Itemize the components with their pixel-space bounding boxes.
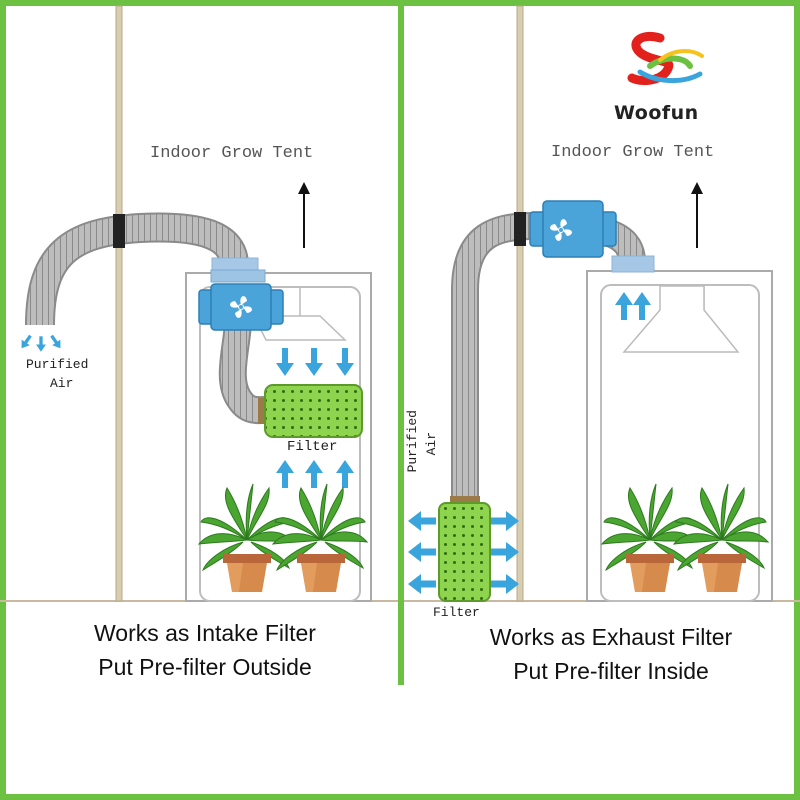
- caption-right-line1: Works as Exhaust Filter: [489, 624, 733, 650]
- filter-label-left: Filter: [287, 439, 338, 455]
- arrow-left-icon: [408, 542, 436, 562]
- caption-right: Works as Exhaust Filter Put Pre-filter I…: [446, 620, 776, 688]
- arrow-up-icon: [691, 182, 703, 248]
- inline-fan-left: [198, 283, 284, 331]
- purified-air-label-left-line1: Purified: [26, 357, 89, 372]
- caption-right-line2: Put Pre-filter Inside: [513, 658, 709, 684]
- arrow-right-icon: [491, 574, 519, 594]
- purified-air-label-left-line2: Air: [50, 376, 74, 391]
- center-divider: [398, 3, 404, 685]
- purified-air-label-right-line2: Air: [424, 432, 439, 456]
- wall-pole-left: [115, 5, 123, 602]
- carbon-filter-left: [258, 384, 363, 438]
- arrow-up-icon: [298, 182, 310, 248]
- caption-left-line1: Works as Intake Filter: [94, 620, 316, 646]
- wall-pole-right: [516, 5, 524, 602]
- arrow-right-icon: [491, 542, 519, 562]
- brand-name: Woofun: [614, 102, 699, 124]
- wall-clamp-left: [113, 214, 125, 248]
- woofun-logo-icon: [627, 32, 704, 85]
- purified-air-arrows-left: [17, 332, 65, 352]
- arrow-left-icon: [408, 511, 436, 531]
- caption-left-line2: Put Pre-filter Outside: [98, 654, 312, 680]
- duct-inside-left: [220, 319, 265, 423]
- caption-left: Works as Intake Filter Put Pre-filter Ou…: [40, 616, 370, 684]
- tent-label-right: Indoor Grow Tent: [551, 143, 715, 162]
- carbon-filter-right: [438, 496, 491, 602]
- wall-clamp-right: [514, 212, 526, 246]
- arrow-right-icon: [491, 511, 519, 531]
- tent-port-right: [611, 255, 655, 273]
- purified-air-label-right-line1: Purified: [405, 410, 420, 473]
- arrow-left-icon: [408, 574, 436, 594]
- filter-label-right: Filter: [433, 605, 480, 620]
- inline-fan-right: [529, 200, 617, 258]
- duct-outside-left: [27, 214, 247, 326]
- tent-label-left: Indoor Grow Tent: [150, 144, 314, 163]
